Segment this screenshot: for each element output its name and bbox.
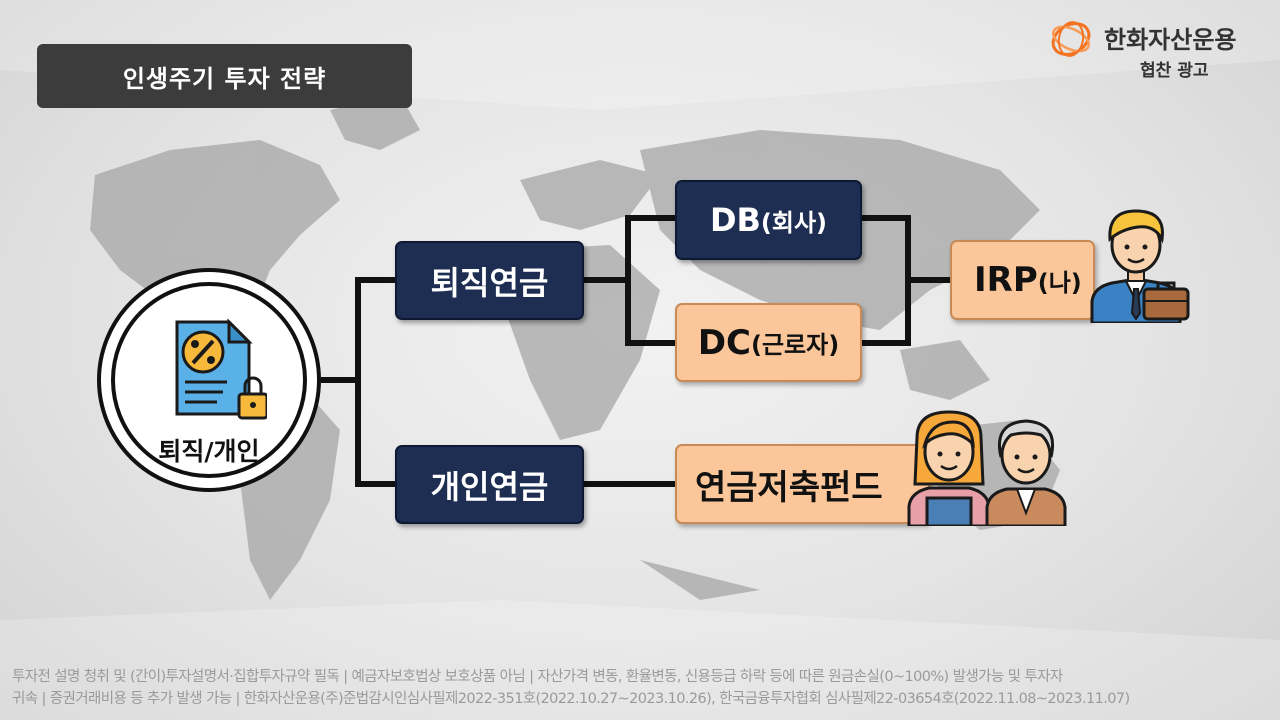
irp-box: IRP(나) (950, 240, 1095, 320)
root-label: 퇴직/개인 (158, 437, 260, 466)
pension-savings-fund-box: 연금저축펀드 (675, 444, 930, 524)
personal-pension-label: 개인연금 (430, 467, 549, 506)
document-percent-lock-icon (175, 318, 267, 420)
woman-icon (907, 410, 991, 526)
retirement-pension-label: 퇴직연금 (430, 263, 549, 302)
retirement-personal-node: 퇴직/개인 (97, 268, 321, 492)
irp-sub-label: (나) (1037, 268, 1082, 297)
businessman-icon (1090, 209, 1190, 323)
brand-block: 한화자산운용 협찬 광고 (1048, 12, 1273, 82)
db-box: DB(회사) (675, 180, 862, 260)
circle-inner-ring: 퇴직/개인 (111, 282, 307, 478)
db-sub-label: (회사) (760, 208, 828, 237)
retirement-pension-box: 퇴직연금 (395, 241, 584, 320)
dc-main-label: DC (697, 322, 751, 363)
sponsored-label: 협찬 광고 (1140, 61, 1209, 81)
pension-savings-fund-label: 연금저축펀드 (695, 467, 883, 508)
disclaimer-footer: 투자전 설명 청취 및 (간이)투자설명서·집합투자규약 필독 | 예금자보호법… (12, 666, 1274, 710)
page-title: 인생주기 투자 전략 (37, 44, 412, 108)
brand-name: 한화자산운용 (1104, 26, 1237, 54)
disclaimer-line-1: 투자전 설명 청취 및 (간이)투자설명서·집합투자규약 필독 | 예금자보호법… (12, 669, 1063, 685)
elderly-man-icon (985, 419, 1067, 526)
db-main-label: DB (709, 201, 761, 239)
irp-main-label: IRP (974, 260, 1038, 300)
disclaimer-line-2: 귀속 | 증권거래비용 등 추가 발생 가능 | 한화자산운용(주)준법감시인심… (12, 691, 1130, 707)
hanwha-logo-icon (1051, 21, 1091, 57)
dc-box: DC(근로자) (675, 303, 862, 382)
personal-pension-box: 개인연금 (395, 445, 584, 524)
dc-sub-label: (근로자) (751, 331, 840, 359)
